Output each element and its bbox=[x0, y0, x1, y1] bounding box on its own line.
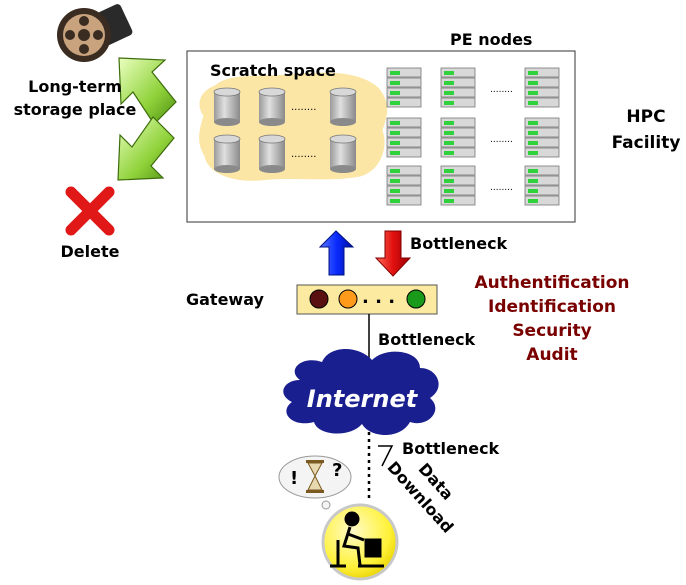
upload-arrow bbox=[318, 230, 355, 276]
server-icon bbox=[386, 67, 422, 108]
thought-bubble-dot bbox=[321, 500, 331, 510]
security-item: Authentification bbox=[475, 273, 630, 293]
user-at-computer-icon bbox=[330, 511, 384, 568]
hourglass-icon bbox=[306, 460, 324, 493]
server-icon bbox=[440, 165, 476, 206]
server-icon bbox=[524, 67, 560, 108]
server-ellipsis: ........ bbox=[490, 85, 513, 95]
archive-arrow bbox=[118, 57, 177, 125]
disk-icon bbox=[329, 87, 357, 126]
bottleneck-mark bbox=[378, 445, 394, 467]
disk-icon bbox=[213, 87, 241, 126]
pe-node-servers: ........................ bbox=[386, 67, 560, 206]
bottleneck-label-middle: Bottleneck bbox=[378, 330, 476, 349]
disk-ellipsis: ........ bbox=[291, 102, 316, 113]
bottleneck-label-top: Bottleneck bbox=[410, 234, 508, 253]
server-ellipsis: ........ bbox=[490, 135, 513, 145]
gateway-label: Gateway bbox=[186, 290, 265, 309]
download-arrow bbox=[374, 230, 412, 277]
security-item: Security bbox=[512, 321, 591, 341]
server-icon bbox=[524, 117, 560, 158]
server-icon bbox=[440, 67, 476, 108]
scratch-disks: ................ bbox=[213, 87, 357, 173]
delete-arrow bbox=[117, 116, 175, 181]
gateway-led-red bbox=[309, 289, 329, 309]
server-ellipsis: ........ bbox=[490, 183, 513, 193]
security-list: Authentification Identification Security… bbox=[475, 273, 630, 365]
user-circle bbox=[321, 503, 399, 581]
server-icon bbox=[524, 165, 560, 206]
gateway-led-green bbox=[406, 289, 426, 309]
bottleneck-label-bottom: Bottleneck bbox=[402, 439, 500, 458]
disk-ellipsis: ........ bbox=[291, 149, 316, 160]
film-reel-icon bbox=[57, 4, 133, 62]
disk-icon bbox=[258, 134, 286, 173]
security-item: Identification bbox=[488, 297, 616, 317]
server-icon bbox=[440, 117, 476, 158]
server-icon bbox=[386, 117, 422, 158]
server-icon bbox=[386, 165, 422, 206]
gateway-led-orange bbox=[338, 289, 358, 309]
delete-label: Delete bbox=[61, 242, 120, 261]
disk-icon bbox=[258, 87, 286, 126]
scratch-space-label: Scratch space bbox=[210, 61, 336, 80]
internet-label: Internet bbox=[307, 385, 419, 413]
thought-question: ? bbox=[332, 460, 342, 481]
gateway-dots: . . . bbox=[362, 287, 395, 308]
disk-icon bbox=[213, 134, 241, 173]
security-item: Audit bbox=[526, 345, 577, 365]
pe-nodes-label: PE nodes bbox=[450, 30, 532, 49]
internet-cloud-icon bbox=[283, 349, 439, 435]
delete-x-icon bbox=[65, 186, 115, 236]
thought-exclamation: ! bbox=[290, 468, 298, 489]
disk-icon bbox=[329, 134, 357, 173]
